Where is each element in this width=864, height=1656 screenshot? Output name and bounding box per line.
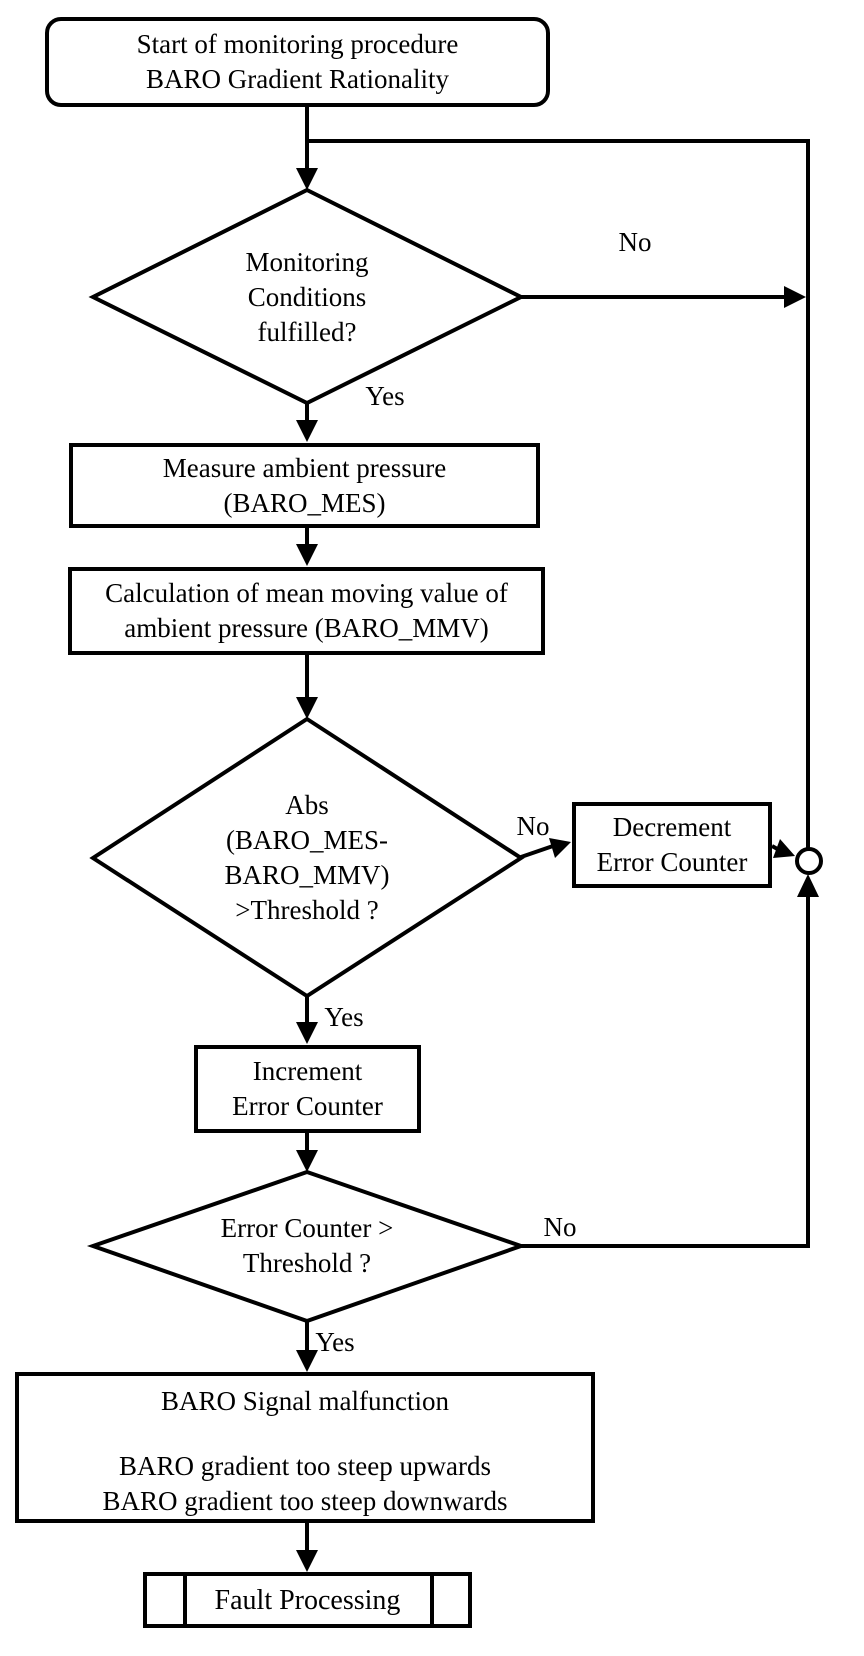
node-malfunction-line1: BARO Signal malfunction	[161, 1386, 449, 1416]
arrowhead-down-icon	[296, 544, 318, 566]
edge-error-yes	[296, 1321, 318, 1372]
abs-decision-line4: >Threshold ?	[235, 895, 379, 925]
node-malfunction-line3: BARO gradient too steep downwards	[102, 1486, 508, 1516]
edge-start-to-monitoring	[296, 107, 318, 190]
monitoring-decision-line3: fulfilled?	[257, 317, 357, 347]
arrowhead-right-icon	[773, 839, 795, 858]
monitoring-decision-line1: Monitoring	[245, 247, 369, 277]
predefined-process-right-bar	[430, 1576, 434, 1624]
edge-increment-to-error	[296, 1133, 318, 1172]
node-fault-processing: Fault Processing	[143, 1572, 472, 1628]
node-calculation-line1: Calculation of mean moving value of	[105, 578, 508, 608]
abs-decision-line1: Abs	[285, 790, 329, 820]
arrowhead-down-icon	[296, 697, 318, 719]
arrowhead-down-icon	[296, 1022, 318, 1044]
arrowhead-down-icon	[296, 1550, 318, 1572]
arrowhead-right-icon	[784, 286, 806, 308]
error-decision-label: Error Counter > Threshold ?	[157, 1211, 457, 1281]
edge-label-error-yes: Yes	[315, 1327, 355, 1357]
node-measure-line2: (BARO_MES)	[223, 487, 386, 518]
edge-label-monitoring-yes: Yes	[365, 381, 405, 411]
edge-measure-to-calculation	[296, 528, 318, 566]
edge-label-abs-no: No	[516, 811, 550, 841]
edge-malfunction-to-fault	[296, 1523, 318, 1572]
node-measure: Measure ambient pressure (BARO_MES)	[69, 443, 540, 528]
predefined-process-left-bar	[183, 1576, 187, 1624]
arrowhead-down-icon	[296, 168, 318, 190]
node-start: Start of monitoring procedure BARO Gradi…	[45, 17, 550, 107]
monitoring-decision-label: Monitoring Conditions fulfilled?	[187, 245, 427, 350]
node-decrement-line1: Decrement	[612, 812, 732, 842]
monitoring-decision-line2: Conditions	[247, 282, 367, 312]
edge-decrement-to-junction	[771, 839, 795, 858]
node-start-line2: BARO Gradient Rationality	[146, 64, 449, 94]
edge-abs-yes	[296, 996, 318, 1044]
edge-calculation-to-abs	[296, 655, 318, 719]
edge-monitoring-yes	[296, 403, 318, 442]
abs-decision-line3: BARO_MMV)	[224, 860, 390, 890]
arrowhead-down-icon	[296, 1150, 318, 1172]
junction-connector-circle	[795, 847, 823, 875]
node-decrement: Decrement Error Counter	[572, 802, 772, 888]
error-decision-line1: Error Counter >	[220, 1213, 394, 1243]
arrowhead-down-icon	[296, 420, 318, 442]
node-malfunction-line2: BARO gradient too steep upwards	[119, 1451, 491, 1481]
diamond-monitoring-decision	[88, 187, 526, 406]
node-increment: Increment Error Counter	[194, 1045, 421, 1133]
node-measure-line1: Measure ambient pressure	[162, 452, 447, 483]
node-malfunction: BARO Signal malfunction BARO gradient to…	[15, 1372, 595, 1523]
abs-decision-label: Abs (BARO_MES- BARO_MMV) >Threshold ?	[157, 788, 457, 928]
edge-error-no	[521, 874, 819, 1248]
node-increment-line2: Error Counter	[232, 1091, 383, 1121]
abs-decision-line2: (BARO_MES-	[225, 825, 388, 855]
node-start-line1: Start of monitoring procedure	[136, 29, 459, 59]
arrowhead-up-icon	[797, 874, 819, 897]
node-fault-processing-label: Fault Processing	[214, 1584, 401, 1616]
node-increment-line1: Increment	[252, 1056, 363, 1086]
node-calculation-line2: ambient pressure (BARO_MMV)	[124, 613, 489, 643]
node-decrement-line2: Error Counter	[596, 847, 748, 877]
edge-label-error-no: No	[543, 1212, 577, 1242]
edge-loopback-line	[305, 139, 810, 849]
diamond-error-decision	[86, 1169, 528, 1324]
edge-abs-no	[520, 838, 571, 859]
node-calculation: Calculation of mean moving value of ambi…	[68, 567, 545, 655]
arrowhead-right-icon	[549, 838, 571, 858]
edge-monitoring-no	[521, 286, 806, 308]
diamond-abs-decision	[89, 716, 525, 999]
edge-label-abs-yes: Yes	[324, 1002, 364, 1032]
arrowhead-down-icon	[296, 1350, 318, 1372]
edge-label-monitoring-no: No	[618, 227, 652, 257]
error-decision-line2: Threshold ?	[242, 1248, 372, 1278]
